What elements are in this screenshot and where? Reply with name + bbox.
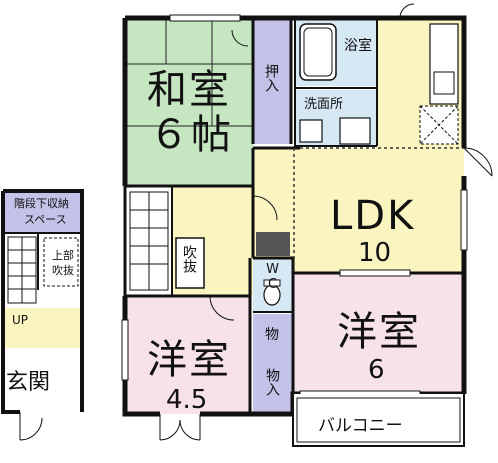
mono-ire-label: 物入 xyxy=(264,368,280,396)
genkan-floor xyxy=(3,308,82,348)
washitsu-floor xyxy=(125,18,253,186)
stair-storage-floor xyxy=(3,191,82,233)
ldk-size: 10 xyxy=(358,238,392,268)
washitsu-size: ６帖 xyxy=(149,112,233,158)
door-swings xyxy=(159,3,493,441)
ldk-label: LDK xyxy=(330,193,416,239)
tatami-lines xyxy=(125,18,253,127)
up-label: UP xyxy=(12,313,29,327)
closet-hatch xyxy=(256,232,290,256)
oshiire-label: 押入 xyxy=(263,64,279,92)
mono-label: 物 xyxy=(265,327,279,343)
yoshitsu-left-size: 4.5 xyxy=(166,385,208,415)
wash-basin xyxy=(299,119,323,143)
oshiire-floor xyxy=(253,18,291,144)
yoshitsu-right-size: 6 xyxy=(368,355,385,385)
yoshitsu-right-label: 洋室 xyxy=(337,309,421,355)
wc-label: WC xyxy=(265,262,280,292)
stair-storage-label-1: 階段下収納 xyxy=(14,197,69,210)
lower-stairs xyxy=(7,236,37,304)
washroom-label: 洗面所 xyxy=(304,97,344,112)
yoshitsu-left-label: 洋室 xyxy=(147,337,231,383)
upper-fukinuke-label-2: 吹抜 xyxy=(52,264,74,277)
washitsu-label: 和室 xyxy=(147,67,231,113)
yoshitsu-right-floor xyxy=(293,273,464,394)
kitchen-counter xyxy=(429,23,459,105)
genkan-label: 玄関 xyxy=(6,370,51,395)
main-stairs xyxy=(129,191,169,291)
stair-storage-label-2: スペース xyxy=(24,213,67,226)
lower-door-swing xyxy=(19,412,43,441)
ldk-dashed-lines xyxy=(293,147,464,273)
lower-fukinuke-box xyxy=(43,237,79,287)
balcony-label: バルコニー xyxy=(318,416,403,436)
bath-label: 浴室 xyxy=(344,38,372,54)
bathtub xyxy=(299,23,337,81)
washer-pan xyxy=(339,117,371,145)
upper-fukinuke-label-1: 上部 xyxy=(52,249,74,262)
fukinuke-box xyxy=(175,237,205,289)
lower-walls xyxy=(1,189,84,414)
balcony-outline xyxy=(292,394,465,447)
storage-floor xyxy=(253,314,293,414)
fukinuke-label: 吹抜 xyxy=(181,245,197,273)
yoshitsu-left-floor xyxy=(125,296,250,414)
